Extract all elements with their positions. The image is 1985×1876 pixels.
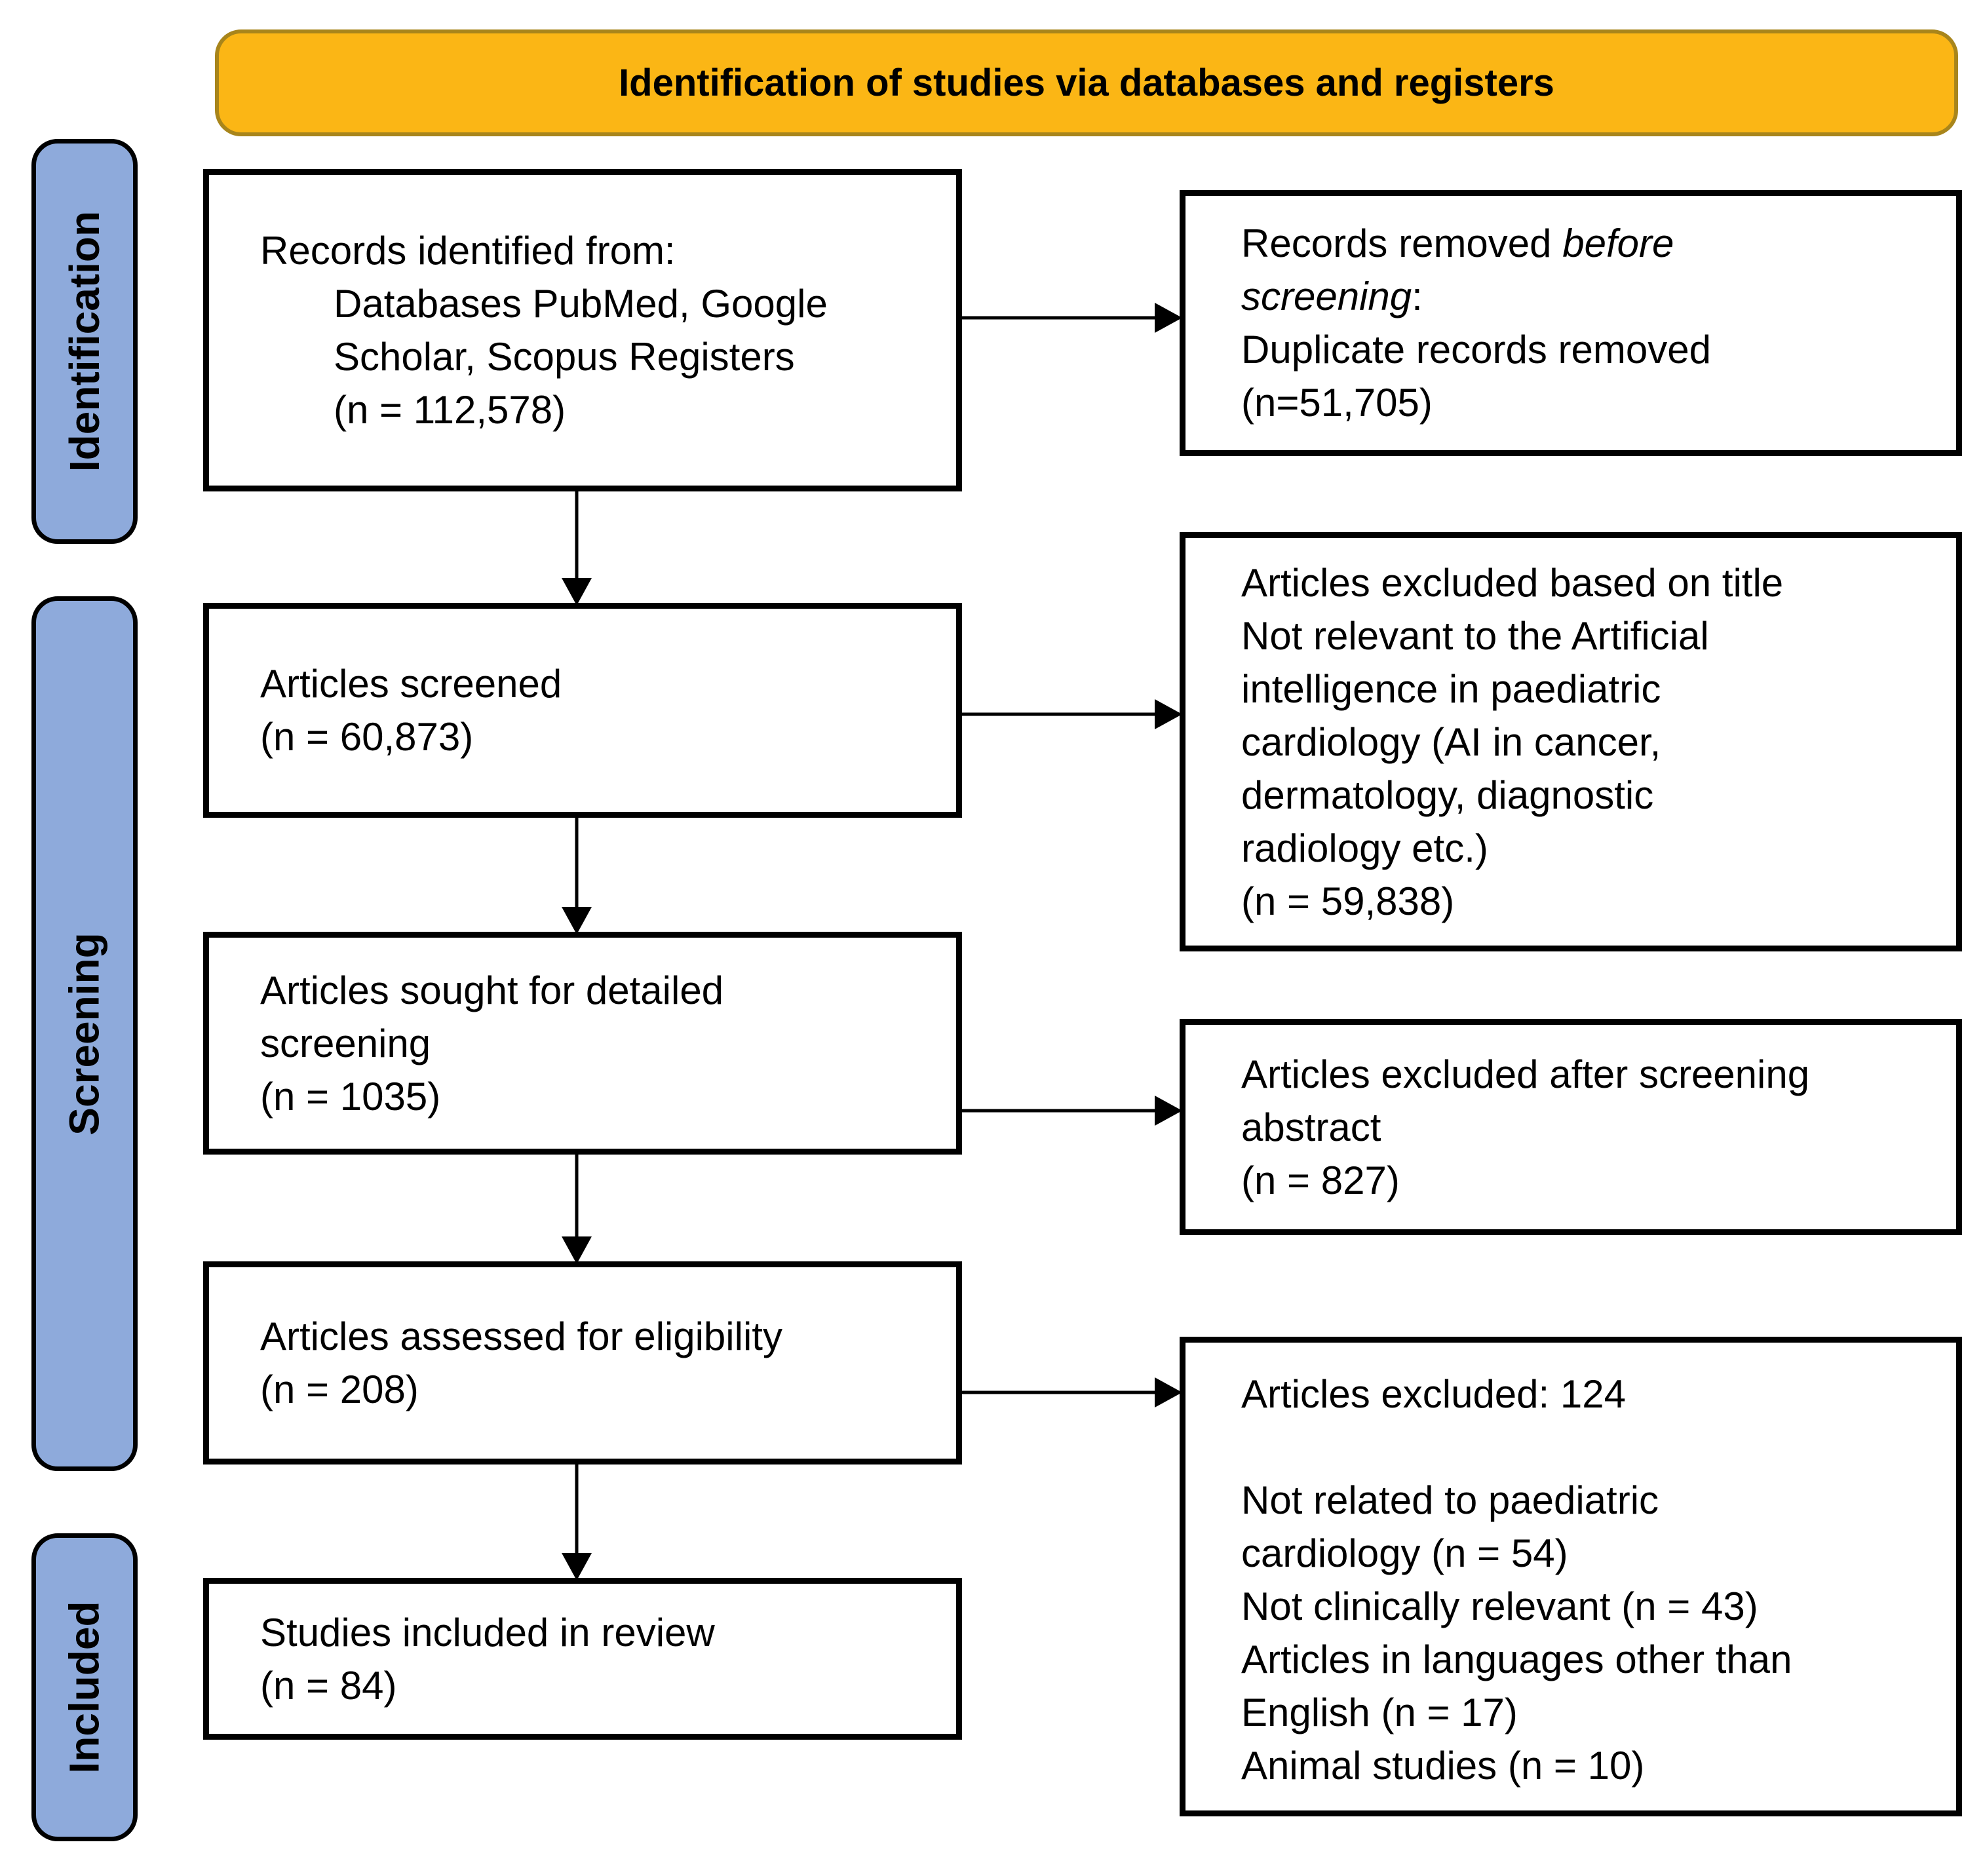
box-excluded-abstract-line: (n = 827): [1241, 1158, 1400, 1202]
stage-label-screening: Screening: [31, 596, 138, 1471]
box-records-removed-line: (n=51,705): [1241, 381, 1433, 425]
box-records-identified-line: Databases PubMed, Google: [334, 282, 828, 326]
stage-label-identification-text: Identification: [61, 210, 108, 472]
box-excluded-eligibility-line: English (n = 17): [1241, 1691, 1518, 1734]
box-articles-assessed-line: Articles assessed for eligibility: [260, 1314, 782, 1358]
box-excluded-after-abstract: Articles excluded after screening abstra…: [1180, 1019, 1962, 1235]
box-studies-included-line: (n = 84): [260, 1663, 397, 1708]
stage-label-identification: Identification: [31, 139, 138, 544]
box-excluded-eligibility-heading: Articles excluded: 124: [1241, 1372, 1626, 1416]
box-excluded-eligibility-line: Animal studies (n = 10): [1241, 1744, 1645, 1788]
box-records-removed-line: Records removed before: [1241, 217, 1950, 270]
stage-label-screening-text: Screening: [61, 932, 108, 1136]
box-records-identified: Records identified from: Databases PubMe…: [203, 169, 962, 491]
box-records-identified-line: Scholar, Scopus Registers: [334, 335, 795, 379]
box-records-removed-line: screening:: [1241, 270, 1950, 323]
box-records-removed-line: Duplicate records removed: [1241, 328, 1711, 372]
box-excluded-title-line: (n = 59,838): [1241, 879, 1455, 923]
box-articles-screened-line: (n = 60,873): [260, 715, 474, 759]
blank-line-spacer: [1241, 1421, 1950, 1474]
stage-label-included-text: Included: [61, 1601, 108, 1774]
box-records-identified-line: (n = 112,578): [334, 388, 566, 432]
box-excluded-abstract-line: Articles excluded after screening: [1241, 1052, 1810, 1096]
records-removed-normal-segment: :: [1412, 275, 1423, 318]
box-excluded-eligibility-line: Not clinically relevant (n = 43): [1241, 1584, 1758, 1628]
box-excluded-title-line: Not relevant to the Artificial: [1241, 613, 1709, 658]
arrow-lines: [575, 316, 1157, 1556]
box-excluded-title-line: radiology etc.): [1241, 826, 1488, 870]
banner-title: Identification of studies via databases …: [215, 29, 1958, 136]
records-removed-italic-segment: before: [1562, 221, 1674, 265]
box-articles-sought-line: (n = 1035): [260, 1074, 441, 1119]
box-articles-sought-line: Articles sought for detailed: [260, 968, 724, 1012]
records-removed-italic-segment: screening: [1241, 275, 1412, 318]
box-records-removed-before-screening: Records removed before screening: Duplic…: [1180, 190, 1962, 456]
box-excluded-title-line: cardiology (AI in cancer,: [1241, 719, 1661, 764]
box-articles-sought: Articles sought for detailed screening (…: [203, 932, 962, 1155]
box-excluded-after-eligibility: Articles excluded: 124 Not related to pa…: [1180, 1337, 1962, 1816]
box-articles-assessed-line: (n = 208): [260, 1368, 419, 1411]
arrow-heads: [562, 303, 1182, 1580]
box-excluded-abstract-line: abstract: [1241, 1105, 1381, 1149]
box-articles-screened-line: Articles screened: [260, 662, 562, 706]
box-excluded-title-line: intelligence in paediatric: [1241, 666, 1661, 711]
box-excluded-eligibility-line: Articles in languages other than: [1241, 1637, 1792, 1681]
box-articles-screened: Articles screened (n = 60,873): [203, 603, 962, 818]
box-articles-assessed: Articles assessed for eligibility (n = 2…: [203, 1261, 962, 1464]
box-records-identified-line: Records identified from:: [260, 229, 676, 273]
box-excluded-title-line: dermatology, diagnostic: [1241, 773, 1654, 817]
box-excluded-based-on-title: Articles excluded based on title Not rel…: [1180, 532, 1962, 951]
stage-label-included: Included: [31, 1533, 138, 1841]
box-excluded-eligibility-line: cardiology (n = 54): [1241, 1531, 1568, 1575]
box-studies-included-line: Studies included in review: [260, 1610, 715, 1655]
box-articles-sought-line: screening: [260, 1021, 431, 1065]
records-removed-normal-segment: Records removed: [1241, 221, 1563, 265]
box-excluded-eligibility-line: Not related to paediatric: [1241, 1478, 1659, 1522]
box-studies-included: Studies included in review (n = 84): [203, 1578, 962, 1740]
box-excluded-title-line: Articles excluded based on title: [1241, 560, 1784, 605]
